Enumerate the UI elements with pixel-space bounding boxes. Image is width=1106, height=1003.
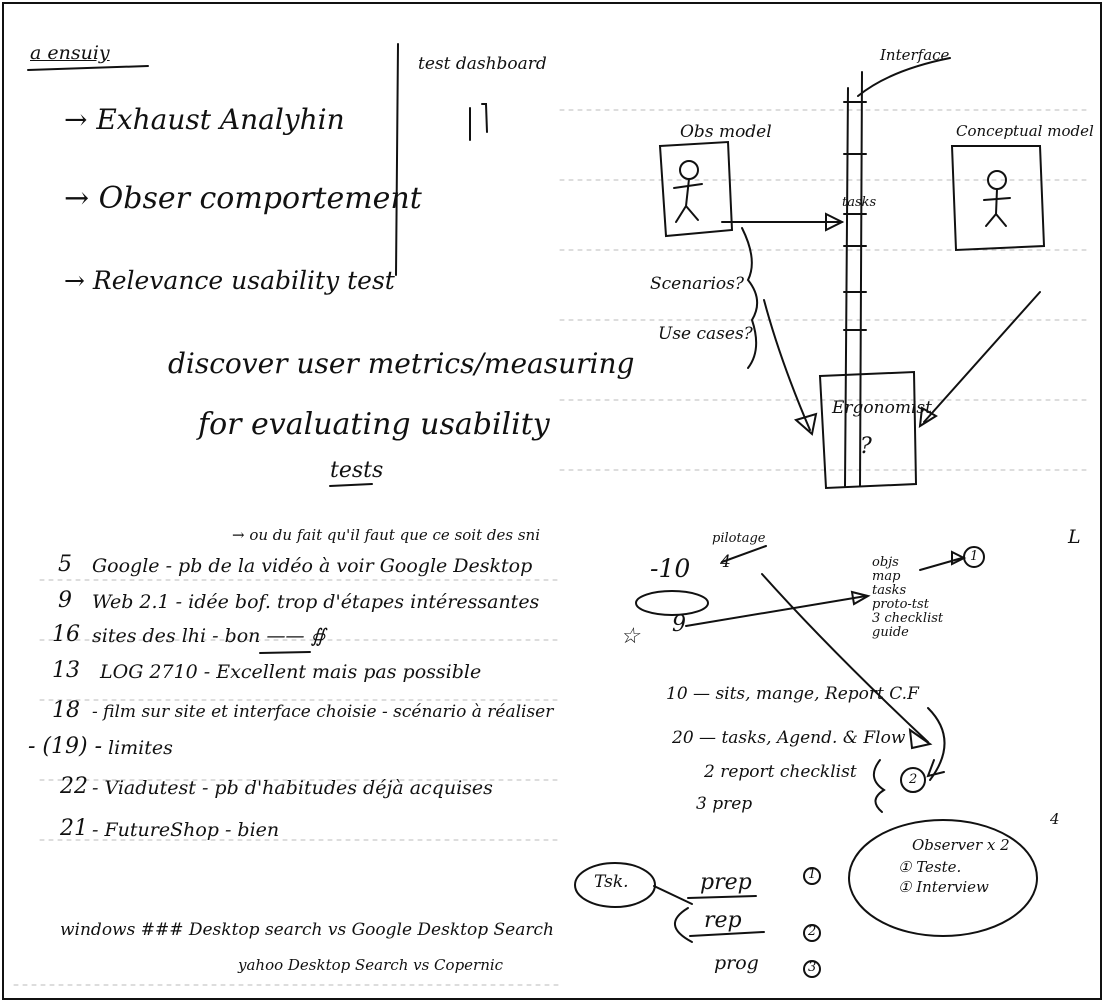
list-item: - FutureShop - bien xyxy=(92,819,280,841)
step-label: prog xyxy=(714,952,759,974)
ergonomist-question: ? xyxy=(860,434,872,459)
list-num: 5 xyxy=(58,552,72,577)
step-label: rep xyxy=(704,908,742,933)
interface-label: Interface xyxy=(880,46,950,64)
observer-title: Observer x 2 xyxy=(912,836,1010,854)
checklist-item: objs xyxy=(872,555,899,570)
list-item: - Viadutest - pb d'habitudes déjà acquis… xyxy=(92,777,493,799)
checklist-item: tasks xyxy=(872,583,907,598)
scenarios-label: Scenarios? xyxy=(650,274,744,294)
use-cases-label: Use cases? xyxy=(658,324,753,344)
test-dashboard-label: test dashboard xyxy=(418,54,547,74)
sits-row: 10 — sits, mange, Report C.F xyxy=(666,684,919,704)
star-mark: ☆ xyxy=(620,624,640,649)
list-item: LOG 2710 - Excellent mais pas possible xyxy=(100,661,482,683)
list-num: 16 xyxy=(52,622,80,647)
step-number: 2 xyxy=(808,924,817,939)
corner-mark: L xyxy=(1068,526,1081,548)
observer-mark: 4 xyxy=(1050,810,1060,828)
list-num: - (19) - xyxy=(28,734,103,759)
checklist-item: guide xyxy=(872,625,909,640)
bullet-3: → Relevance usability test xyxy=(64,266,395,295)
tasks-label: tasks xyxy=(842,195,877,210)
list-item: limites xyxy=(108,737,173,759)
bullet-1: → Exhaust Analyhin xyxy=(64,103,345,136)
list-item: Google - pb de la vidéo à voir Google De… xyxy=(92,555,533,577)
list-item: Web 2.1 - idée bof. trop d'étapes intére… xyxy=(92,591,540,613)
list-note: → ou du fait qu'il faut que ce soit des … xyxy=(232,526,540,544)
observer-item: ① Teste. xyxy=(898,858,962,876)
discover-line-1: discover user metrics/measuring xyxy=(168,347,635,380)
circle-2-label: 2 xyxy=(909,772,918,787)
num-4: 4 xyxy=(720,552,731,572)
bullet-2: → Obser comportement xyxy=(64,181,422,216)
conceptual-model-label: Conceptual model xyxy=(956,122,1094,140)
left-title: a ensuiy xyxy=(30,42,110,64)
discover-line-3: tests xyxy=(330,458,384,483)
list-num: 18 xyxy=(52,698,80,723)
list-num: 21 xyxy=(60,816,88,841)
circle-1-label: 1 xyxy=(970,549,979,564)
tasks-row: 20 — tasks, Agend. & Flow xyxy=(672,728,906,748)
branch-label: pilotage xyxy=(712,531,766,546)
checklist-item: proto-tst xyxy=(872,597,929,612)
list-item: sites des lhi - bon —— ∯ xyxy=(92,625,326,647)
discover-line-2: for evaluating usability xyxy=(198,407,550,442)
list-num: 9 xyxy=(58,588,72,613)
checklist-item: 3 checklist xyxy=(872,611,944,626)
report-row: 2 report checklist xyxy=(704,762,857,782)
num-10a: -10 xyxy=(650,554,691,583)
prep-row: 3 prep xyxy=(696,794,753,814)
list-num: 22 xyxy=(60,774,88,799)
step-label: prep xyxy=(700,870,752,895)
bottom-line-1: windows ### Desktop search vs Google Des… xyxy=(60,920,554,940)
obs-model-label: Obs model xyxy=(680,122,772,142)
bottom-line-2: yahoo Desktop Search vs Copernic xyxy=(238,956,504,974)
observer-item: ① Interview xyxy=(898,878,989,896)
step-number: 3 xyxy=(808,960,817,975)
ergonomist-label: Ergonomist xyxy=(832,398,932,418)
list-num: 13 xyxy=(52,658,80,683)
list-item: - film sur site et interface choisie - s… xyxy=(92,702,554,722)
step-number: 1 xyxy=(808,867,817,882)
num-9: 9 xyxy=(672,612,686,637)
checklist-item: map xyxy=(872,569,901,584)
task-oval-label: Tsk. xyxy=(594,872,629,892)
